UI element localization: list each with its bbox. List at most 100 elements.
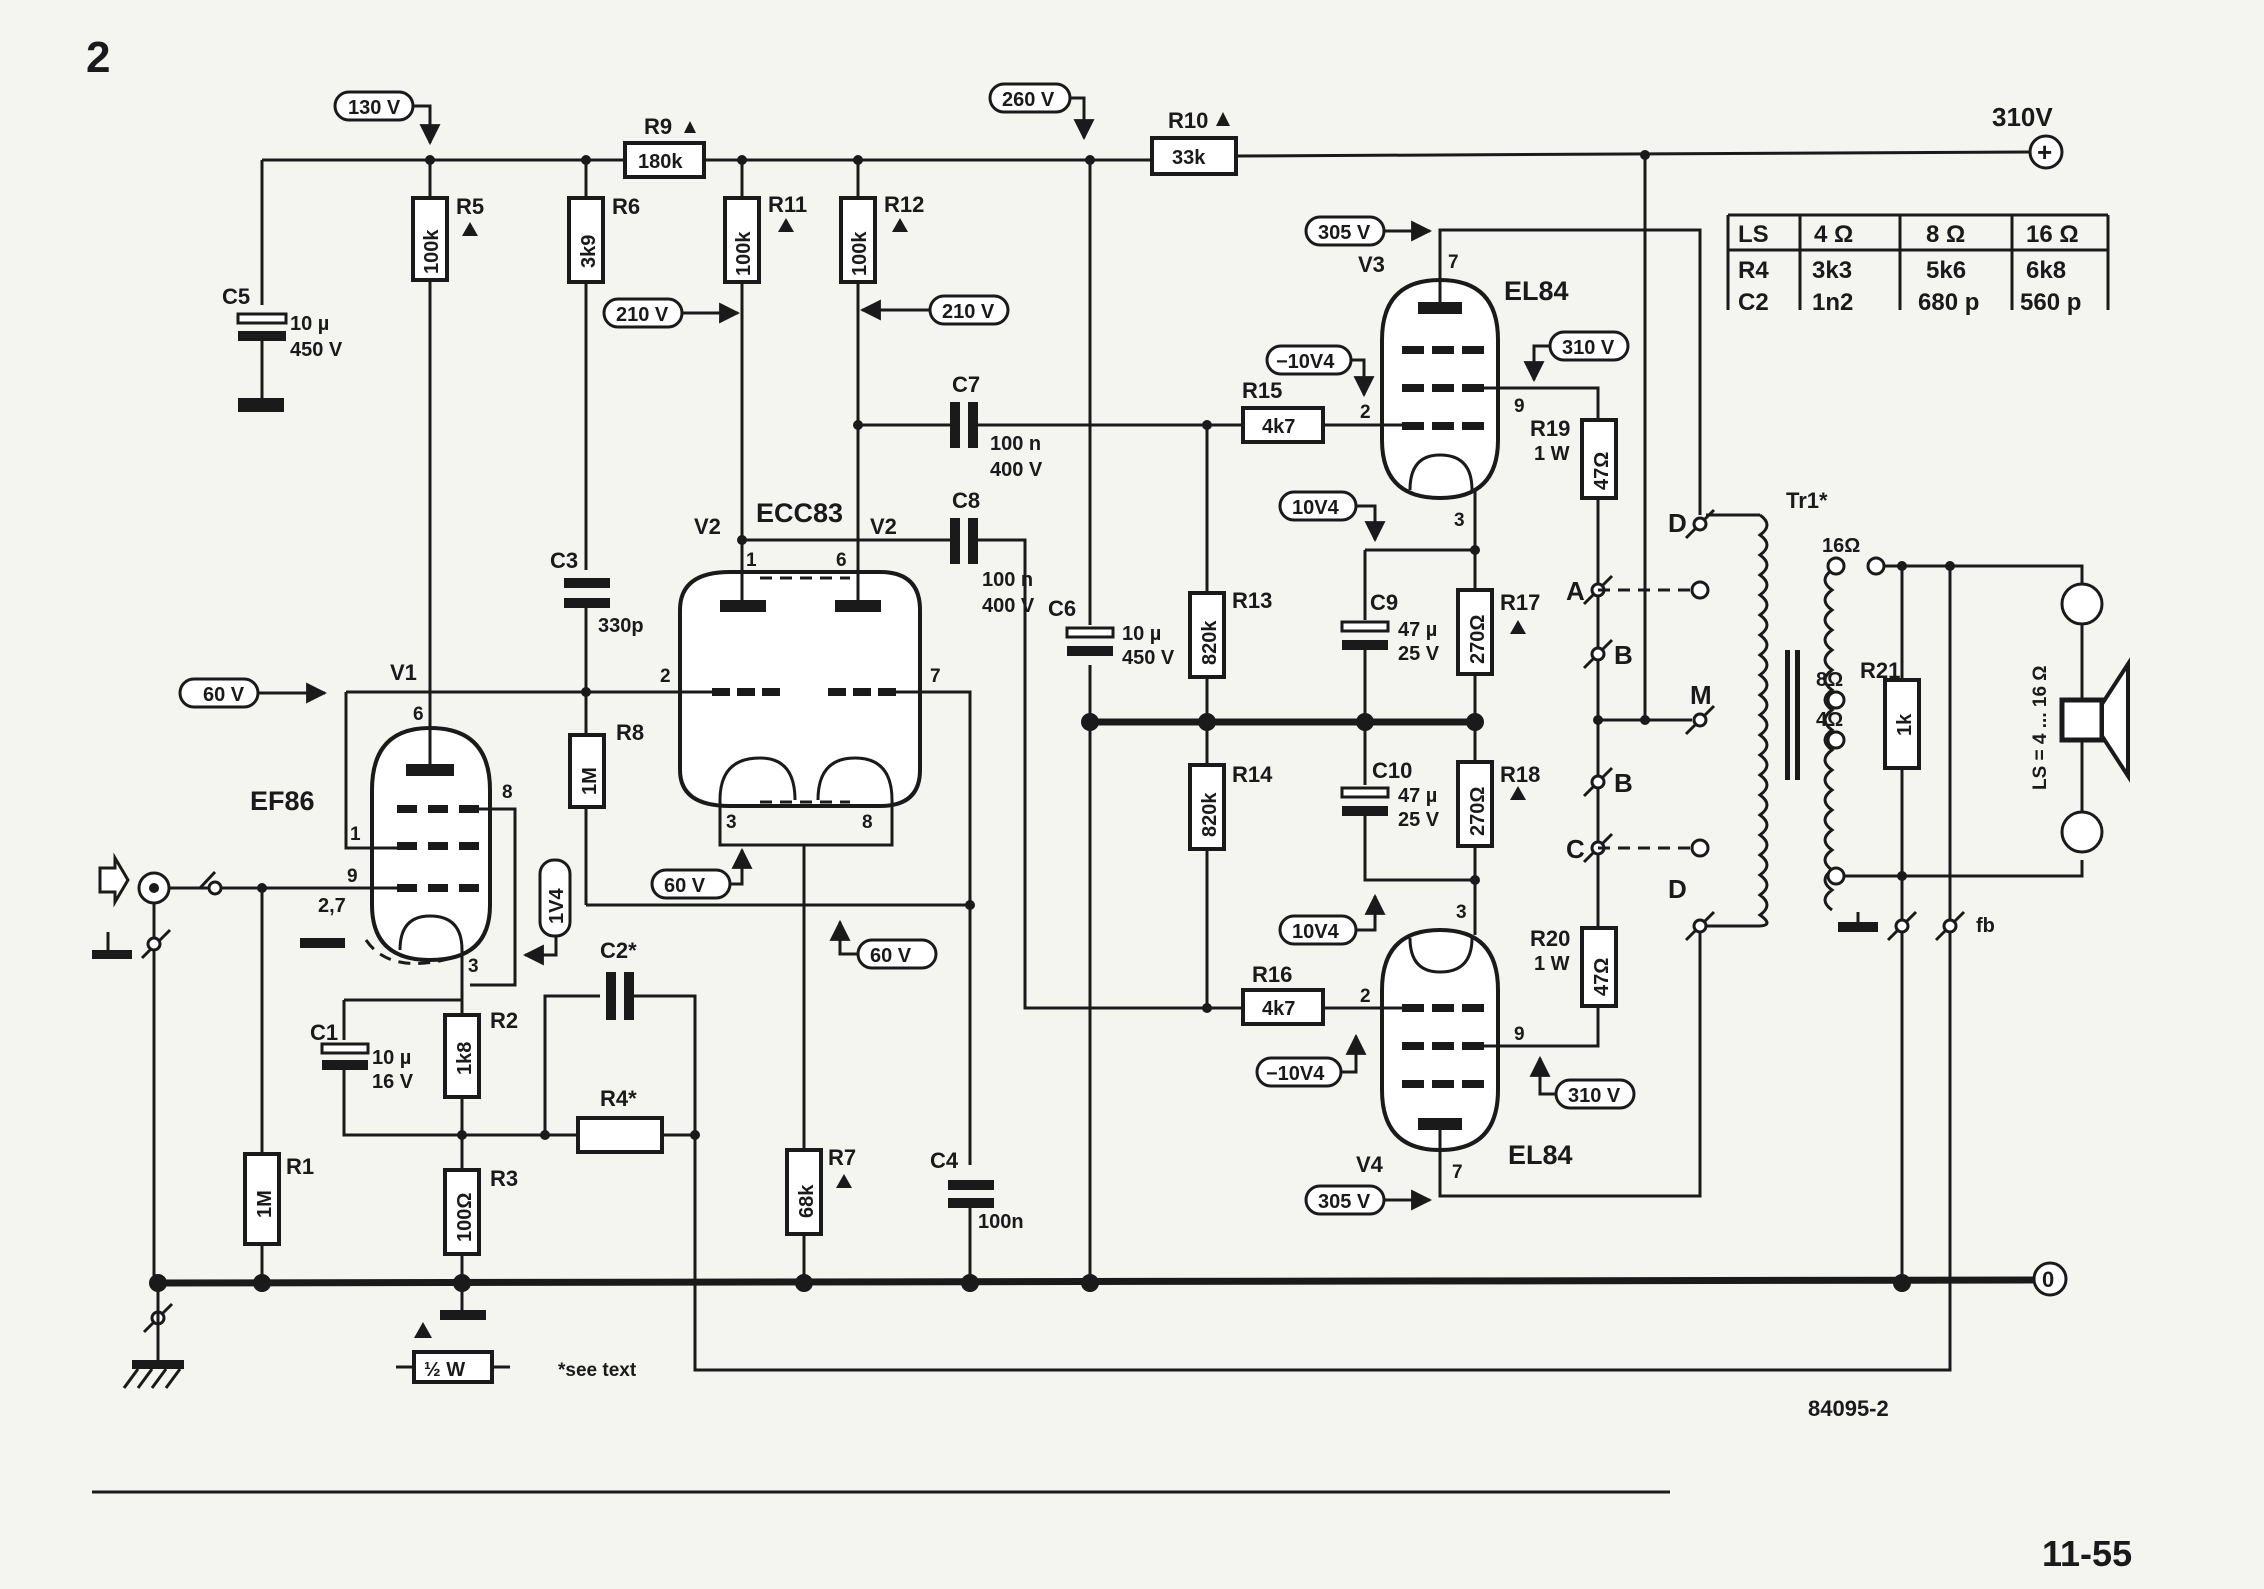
r10-value: 33k — [1172, 147, 1206, 169]
c10-rating: 25 V — [1398, 809, 1440, 831]
c4-ref: C4 — [930, 1148, 959, 1173]
voltage-tag-60a: 60 V — [178, 677, 328, 709]
tap-d-bottom: D — [1668, 874, 1716, 942]
capacitor-c4: C4 100n — [930, 1148, 1024, 1233]
resistor-r21: 1k R21 — [1860, 658, 1921, 770]
r11-ref: R11 — [768, 192, 807, 217]
tap-b-top: B — [1582, 638, 1633, 670]
svg-text:100k: 100k — [733, 231, 755, 276]
voltage-tag-60c: 60 V — [829, 919, 938, 970]
resistor-r3: 100Ω R3 — [443, 1166, 518, 1256]
tap-16-ohm: 16Ω — [1822, 535, 1860, 557]
svg-text:1M: 1M — [579, 767, 601, 795]
capacitor-c6: C6 10 µ 450 V — [1048, 596, 1175, 669]
svg-text:3: 3 — [1454, 510, 1465, 531]
c2-ref: C2* — [600, 938, 637, 963]
r7-triangle-icon — [836, 1174, 852, 1188]
capacitor-c3: C3 330p — [550, 548, 644, 637]
svg-text:8: 8 — [862, 812, 873, 833]
c7-rating: 400 V — [990, 459, 1043, 481]
r14-ref: R14 — [1232, 762, 1273, 787]
svg-text:6: 6 — [836, 550, 847, 571]
svg-text:2: 2 — [1360, 402, 1371, 423]
capacitor-c9: C9 47 µ 25 V — [1340, 590, 1440, 665]
c10-ref: C10 — [1372, 758, 1412, 783]
svg-text:3: 3 — [468, 956, 479, 977]
voltage-tag-305b: 305 V — [1304, 1184, 1433, 1216]
svg-text:9: 9 — [1514, 396, 1525, 417]
svg-text:4k7: 4k7 — [1262, 998, 1295, 1020]
table-cell: 1n2 — [1812, 289, 1853, 316]
r9-triangle-icon — [684, 121, 696, 133]
svg-text:9: 9 — [347, 866, 358, 887]
table-cell: C2 — [1738, 289, 1769, 316]
capacitor-c10: C10 47 µ 25 V — [1340, 758, 1440, 831]
svg-text:210 V: 210 V — [942, 301, 995, 323]
svg-text:210 V: 210 V — [616, 304, 669, 326]
svg-text:1: 1 — [350, 824, 361, 845]
resistor-r11: 100k R11 — [723, 192, 807, 284]
capacitor-c2: C2* — [600, 938, 637, 1020]
svg-text:C: C — [1566, 834, 1585, 864]
svg-text:A: A — [1566, 576, 1585, 606]
svg-text:−10V4: −10V4 — [1276, 351, 1335, 373]
tap-4-ohm: 4Ω — [1816, 709, 1843, 731]
svg-text:100k: 100k — [849, 231, 871, 276]
v1-type: EF86 — [250, 786, 315, 816]
table-header-3: 16 Ω — [2026, 221, 2079, 248]
voltage-tag-310a: 310 V — [1523, 330, 1630, 383]
resistor-r2: 1k8 R2 — [443, 1008, 518, 1099]
resistor-r19: 47Ω R19 1 W — [1530, 416, 1618, 500]
plus-symbol: + — [2037, 137, 2052, 167]
switch-out — [1886, 910, 1918, 942]
svg-text:3k9: 3k9 — [578, 235, 600, 268]
half-watt-legend: ½ W *see text — [396, 1322, 637, 1384]
c6-rating: 450 V — [1122, 647, 1175, 669]
tap-d-top: D — [1668, 508, 1716, 540]
resistor-r5: 100k R5 — [411, 194, 484, 282]
v1-ref: V1 — [390, 660, 417, 685]
svg-text:M: M — [1690, 680, 1712, 710]
table-header-2: 8 Ω — [1926, 221, 1965, 248]
r3-ref: R3 — [490, 1166, 518, 1191]
c4-value: 100n — [978, 1211, 1024, 1233]
r18-triangle-icon — [1510, 786, 1526, 800]
voltage-tag-210b: 210 V — [859, 294, 1010, 326]
r10-triangle-icon — [1216, 112, 1230, 126]
voltage-tag-m10b: −10V4 — [1255, 1033, 1367, 1088]
voltage-tag-10a: 10V4 — [1278, 490, 1386, 543]
transformer-tr1: Tr1* 16Ω 8Ω 4Ω — [1706, 488, 1886, 928]
r20-ref: R20 — [1530, 926, 1570, 951]
r19-ref: R19 — [1530, 416, 1570, 441]
svg-text:1k8: 1k8 — [454, 1042, 476, 1075]
voltage-tag-10b: 10V4 — [1278, 893, 1386, 946]
ground-terminal: 0 — [2032, 1261, 2068, 1297]
capacitor-c7: C7 100 n 400 V — [950, 372, 1043, 481]
svg-text:820k: 820k — [1199, 792, 1221, 837]
supply-rail — [260, 150, 2031, 720]
svg-text:1M: 1M — [254, 1190, 276, 1218]
c1-rating: 16 V — [372, 1071, 414, 1093]
tap-m: M — [1684, 680, 1716, 736]
resistor-r13: 820k R13 — [1188, 588, 1272, 679]
svg-text:3: 3 — [726, 812, 737, 833]
c6-ref: C6 — [1048, 596, 1076, 621]
svg-text:60 V: 60 V — [664, 875, 706, 897]
r9-ref: R9 — [644, 114, 672, 139]
svg-text:1k: 1k — [1894, 713, 1916, 736]
svg-text:8: 8 — [502, 782, 513, 803]
v2-ref-right: V2 — [870, 514, 897, 539]
resistor-r12: 100k R12 — [839, 192, 924, 284]
r12-ref: R12 — [884, 192, 924, 217]
resistor-r7: 68k R7 — [785, 1145, 856, 1236]
svg-text:B: B — [1614, 640, 1633, 670]
resistor-r16: 4k7 R16 — [1241, 962, 1325, 1026]
svg-text:100Ω: 100Ω — [454, 1193, 476, 1242]
svg-text:47Ω: 47Ω — [1591, 452, 1613, 490]
see-text-note: *see text — [558, 1360, 637, 1381]
svg-text:3: 3 — [1456, 902, 1467, 923]
c8-rating: 400 V — [982, 595, 1035, 617]
capacitor-c5: C5 10 µ 450 V — [222, 284, 343, 412]
resistor-r15: 4k7 R15 — [1241, 378, 1325, 444]
r17-ref: R17 — [1500, 590, 1540, 615]
